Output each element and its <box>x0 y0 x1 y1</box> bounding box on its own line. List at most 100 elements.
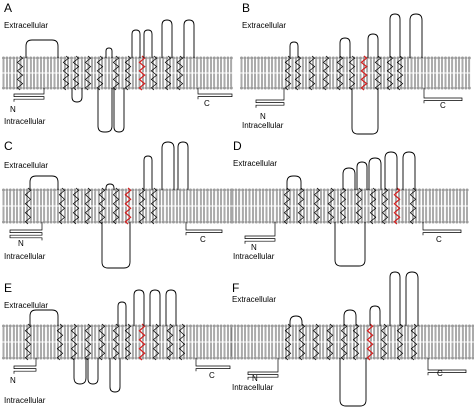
lipid-head <box>258 220 262 224</box>
lipid-head <box>338 86 342 90</box>
lipid-head <box>444 356 448 360</box>
lipid-head <box>229 86 233 90</box>
lipid-head <box>260 56 264 60</box>
lipid-head <box>257 56 260 60</box>
lipid-head <box>138 188 141 192</box>
lipid-head <box>234 188 238 192</box>
transmembrane-helix <box>381 187 389 225</box>
lipid-head <box>97 188 101 192</box>
lipid-head <box>121 86 124 90</box>
lipid-head <box>192 356 196 360</box>
lipid-head <box>437 324 441 328</box>
lipid-head <box>83 56 87 60</box>
lipid-head <box>63 324 67 328</box>
lipid-head <box>141 220 145 224</box>
panel-a-n-terminus-label: N <box>10 105 16 114</box>
panel-d-extracellular-label: Extracellular <box>233 159 277 168</box>
lipid-head <box>403 86 407 90</box>
intracellular-loop <box>87 358 99 385</box>
transmembrane-helix <box>138 187 146 225</box>
lipid-head <box>90 220 94 224</box>
lipid-head <box>32 86 36 90</box>
lipid-head <box>396 56 400 60</box>
lipid-head <box>336 220 340 224</box>
transmembrane-helix <box>112 323 120 361</box>
lipid-head <box>314 86 318 90</box>
lipid-head <box>246 86 250 90</box>
extracellular-loop <box>117 301 127 326</box>
lipid-head <box>410 86 413 90</box>
lipid-head <box>110 188 114 192</box>
lipid-head <box>275 188 279 192</box>
lipid-head <box>29 56 33 60</box>
lipid-head <box>457 324 461 328</box>
lipid-head <box>267 356 271 360</box>
lipid-head <box>372 324 376 328</box>
lipid-head <box>423 324 427 328</box>
extracellular-loop <box>339 37 351 58</box>
lipid-head <box>342 56 345 60</box>
lipid-head <box>155 220 158 224</box>
lipid-head <box>342 86 345 90</box>
lipid-head <box>261 188 265 192</box>
lipid-head <box>22 220 26 224</box>
lipid-head <box>450 56 454 60</box>
lipid-head <box>451 324 454 328</box>
extracellular-loop <box>165 289 177 326</box>
panel-e-c-terminus-label: C <box>209 371 215 380</box>
transmembrane-helix <box>70 323 78 361</box>
lipid-head <box>447 56 451 60</box>
extracellular-loop <box>131 29 141 58</box>
lipid-head <box>345 56 349 60</box>
intracellular-loop <box>109 358 121 393</box>
lipid-head <box>464 56 468 60</box>
lipid-head <box>331 86 335 90</box>
lipid-head <box>104 86 107 90</box>
lipid-head <box>124 188 128 192</box>
lipid-head <box>158 56 162 60</box>
panel-f-c-terminus-label: C <box>437 369 443 378</box>
transmembrane-helix <box>98 323 106 361</box>
lipid-head <box>401 188 404 192</box>
lipid-head <box>311 86 315 90</box>
lipid-head <box>462 188 466 192</box>
lipid-head <box>355 356 359 360</box>
intracellular-loop <box>73 358 87 385</box>
lipid-head <box>393 324 397 328</box>
lipid-head <box>209 356 213 360</box>
lipid-head <box>263 56 267 60</box>
lipid-head <box>277 86 281 90</box>
lipid-head <box>202 56 206 60</box>
lipid-head <box>178 86 182 90</box>
lipid-head <box>336 188 340 192</box>
lipid-head <box>437 56 441 60</box>
transmembrane-helix <box>313 187 321 225</box>
lipid-head <box>393 356 397 360</box>
lipid-head <box>216 188 220 192</box>
lipid-head <box>367 188 370 192</box>
lipid-head <box>367 220 370 224</box>
lipid-head <box>15 324 19 328</box>
lipid-head <box>104 220 107 224</box>
lipid-head <box>19 86 22 90</box>
transmembrane-helix <box>410 323 418 361</box>
lipid-head <box>161 324 165 328</box>
lipid-head <box>32 220 36 224</box>
lipid-head <box>138 324 141 328</box>
lipid-head <box>195 220 199 224</box>
lipid-head <box>25 56 29 60</box>
lipid-head <box>141 356 145 360</box>
lipid-head <box>267 324 271 328</box>
lipid-head <box>254 188 258 192</box>
lipid-head <box>434 356 437 360</box>
lipid-head <box>248 188 251 192</box>
lipid-head <box>172 356 175 360</box>
lipid-head <box>393 86 396 90</box>
panel-d: D Extracellular Intracellular N C <box>231 139 469 267</box>
lipid-head <box>175 356 179 360</box>
lipid-head <box>53 56 56 60</box>
lipid-head <box>430 86 434 90</box>
lipid-head <box>5 86 9 90</box>
lipid-head <box>178 324 182 328</box>
lipid-head <box>195 324 199 328</box>
